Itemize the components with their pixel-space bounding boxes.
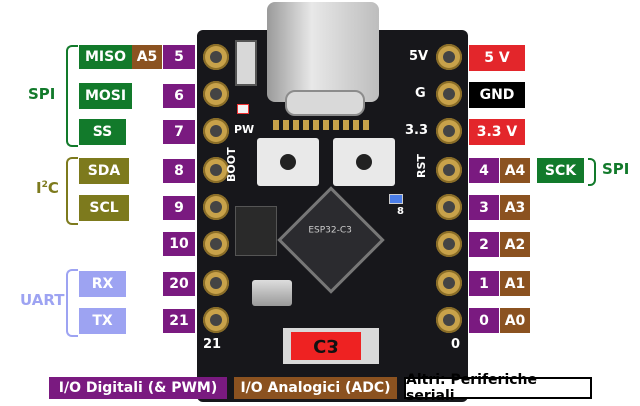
gpio-label-2: 2 bbox=[469, 232, 499, 257]
adc-label-a4: A4 bbox=[500, 158, 530, 183]
func-label-mosi: MOSI bbox=[79, 83, 132, 109]
func-label-sda: SDA bbox=[79, 158, 129, 184]
blue-led bbox=[389, 194, 403, 204]
gpio-label-3: 3 bbox=[469, 195, 499, 220]
spi-group-label-right: SPI bbox=[602, 160, 630, 178]
pw-led bbox=[237, 104, 249, 114]
c3-logo: C3 bbox=[291, 332, 361, 360]
pad-left-5 bbox=[203, 194, 229, 220]
silk-0: 0 bbox=[451, 337, 461, 352]
pad-left-4 bbox=[203, 157, 229, 183]
pad-right-4 bbox=[436, 157, 462, 183]
gpio-label-5: 5 bbox=[163, 45, 195, 69]
usb-c-connector bbox=[267, 2, 379, 102]
pad-right-3 bbox=[436, 118, 462, 144]
legend-other: Altri: Periferiche seriali bbox=[404, 372, 592, 404]
crystal bbox=[252, 280, 292, 306]
silk-3v3: 3.3 bbox=[405, 123, 429, 138]
gpio-label-7: 7 bbox=[163, 120, 195, 144]
silk-pw: PW bbox=[234, 123, 255, 136]
legend-digital: I/O Digitali (& PWM) bbox=[49, 377, 227, 399]
spi-bracket-right bbox=[588, 158, 596, 186]
silk-g: G bbox=[415, 86, 426, 101]
gpio-label-4: 4 bbox=[469, 158, 499, 183]
uart-group-label: UART bbox=[20, 291, 65, 309]
usb-contacts bbox=[273, 120, 373, 130]
power-label-5v: 5 V bbox=[469, 45, 525, 71]
pad-left-7 bbox=[203, 270, 229, 296]
pad-right-7 bbox=[436, 270, 462, 296]
pad-right-2 bbox=[436, 81, 462, 107]
gpio-label-9: 9 bbox=[163, 196, 195, 220]
chip-marking: ESP32-C3 bbox=[308, 225, 352, 236]
rst-button bbox=[333, 138, 395, 186]
gpio-label-1: 1 bbox=[469, 271, 499, 296]
pad-right-5 bbox=[436, 194, 462, 220]
spi-group-label-left: SPI bbox=[28, 85, 56, 103]
i2c-bracket bbox=[66, 157, 78, 225]
led-component bbox=[235, 40, 257, 86]
esp32-c3-board: 5V G 3.3 PW BOOT RST 8 21 0 ESP32-C3 C3 bbox=[197, 2, 468, 402]
gpio-label-0: 0 bbox=[469, 308, 499, 333]
pad-left-3 bbox=[203, 118, 229, 144]
adc-label-a5: A5 bbox=[132, 45, 162, 69]
func-label-rx: RX bbox=[79, 271, 126, 297]
regulator bbox=[235, 206, 277, 256]
silk-5v: 5V bbox=[409, 49, 429, 64]
adc-label-a2: A2 bbox=[500, 232, 530, 257]
gpio-label-10: 10 bbox=[163, 232, 195, 256]
pad-left-6 bbox=[203, 231, 229, 257]
gpio-label-6: 6 bbox=[163, 84, 195, 108]
silk-boot: BOOT bbox=[225, 147, 238, 182]
gpio-label-8: 8 bbox=[163, 159, 195, 183]
power-label-gnd: GND bbox=[469, 82, 525, 108]
func-label-miso: MISO bbox=[79, 45, 132, 69]
usb-c-opening bbox=[285, 90, 365, 116]
func-label-sck: SCK bbox=[537, 158, 584, 183]
pad-left-2 bbox=[203, 81, 229, 107]
c3-antenna: C3 bbox=[283, 328, 379, 364]
legend-analog: I/O Analogici (ADC) bbox=[234, 377, 397, 399]
gpio-label-21: 21 bbox=[163, 309, 195, 333]
pad-right-8 bbox=[436, 307, 462, 333]
spi-bracket-left bbox=[66, 45, 78, 147]
esp32-c3-chip: ESP32-C3 bbox=[277, 186, 385, 294]
silk-21: 21 bbox=[203, 337, 222, 352]
gpio-label-20: 20 bbox=[163, 272, 195, 296]
pad-right-6 bbox=[436, 231, 462, 257]
func-label-scl: SCL bbox=[79, 195, 129, 221]
silk-8: 8 bbox=[397, 206, 404, 217]
pad-right-1 bbox=[436, 44, 462, 70]
silk-rst: RST bbox=[415, 154, 428, 178]
boot-button bbox=[257, 138, 319, 186]
adc-label-a1: A1 bbox=[500, 271, 530, 296]
uart-bracket bbox=[66, 269, 78, 337]
adc-label-a0: A0 bbox=[500, 308, 530, 333]
pad-left-1 bbox=[203, 44, 229, 70]
func-label-ss: SS bbox=[79, 119, 126, 145]
func-label-tx: TX bbox=[79, 308, 126, 334]
i2c-group-label: I2C bbox=[36, 179, 59, 197]
power-label-3v3: 3.3 V bbox=[469, 119, 525, 145]
adc-label-a3: A3 bbox=[500, 195, 530, 220]
pad-left-8 bbox=[203, 307, 229, 333]
